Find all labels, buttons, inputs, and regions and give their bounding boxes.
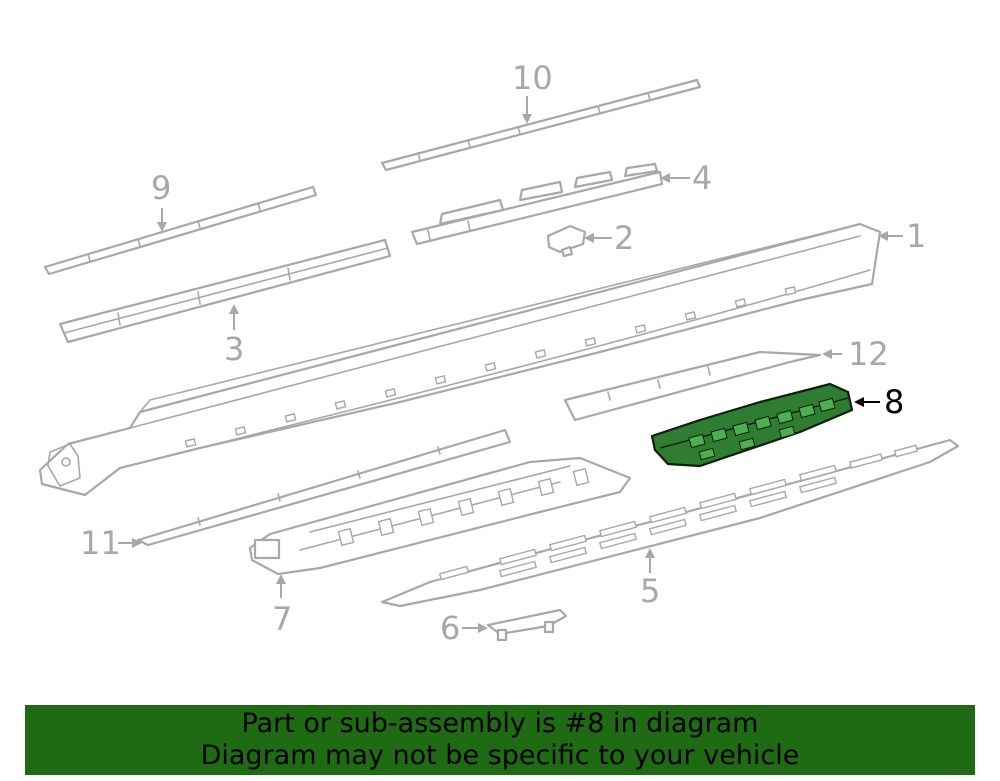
part-8-highlighted-bracket[interactable] <box>650 382 854 468</box>
part-11-strip[interactable] <box>136 428 512 547</box>
step-board-slots <box>438 444 919 581</box>
part-1-rocker-panel[interactable] <box>38 222 882 497</box>
part-3-strip[interactable] <box>58 238 392 344</box>
parts-diagram: 1 2 3 4 5 6 7 8 9 10 11 12 <box>38 59 960 647</box>
part-2-clip[interactable] <box>546 224 587 258</box>
callout-12: 12 <box>848 335 889 373</box>
callout-5: 5 <box>640 572 660 610</box>
part-8-cells <box>688 397 836 461</box>
part-7-bracket-assembly[interactable] <box>248 456 632 576</box>
leader-lines <box>118 96 903 633</box>
part-info-banner: Part or sub-assembly is #8 in diagram Di… <box>25 705 975 775</box>
part-4-bracket[interactable] <box>410 162 664 246</box>
callout-2: 2 <box>614 219 634 257</box>
callout-4: 4 <box>692 159 712 197</box>
bracket-ribs <box>337 467 590 547</box>
banner-line-1: Part or sub-assembly is #8 in diagram <box>241 708 759 739</box>
part-10-molding[interactable] <box>380 78 702 172</box>
part-9-strip[interactable] <box>43 185 318 276</box>
callout-8: 8 <box>884 383 904 421</box>
callout-7: 7 <box>272 600 292 638</box>
callout-3: 3 <box>224 330 244 368</box>
banner-line-2: Diagram may not be specific to your vehi… <box>200 740 800 771</box>
rocker-panel-holes <box>184 286 797 448</box>
part-6-clip[interactable] <box>486 608 568 642</box>
part-5-step-board[interactable] <box>380 438 960 608</box>
callout-9: 9 <box>151 169 171 207</box>
callout-10: 10 <box>512 59 553 97</box>
callout-11: 11 <box>80 524 121 562</box>
part-12-trim[interactable] <box>563 350 822 422</box>
callout-1: 1 <box>906 217 926 255</box>
callout-6: 6 <box>440 609 460 647</box>
